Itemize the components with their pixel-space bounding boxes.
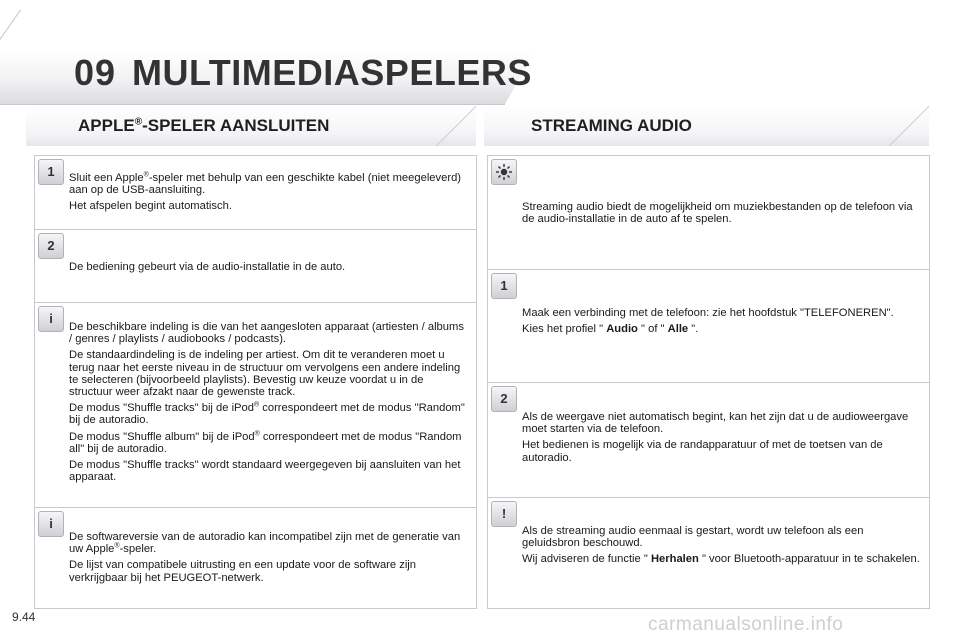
step-2-icon: 2 (38, 233, 64, 259)
warning-icon: ! (491, 501, 517, 527)
step-2-icon: 2 (491, 386, 517, 412)
left-row-1: 1 Sluit een Apple®-speler met behulp van… (35, 156, 476, 230)
left-row-4-text: De softwareversie van de autoradio kan i… (69, 531, 461, 584)
right-panel: Streaming audio biedt de mogelijkheid om… (487, 155, 930, 609)
left-row-2: 2 De bediening gebeurt via de audio-inst… (35, 230, 476, 303)
left-section-title: APPLE®-SPELER AANSLUITEN (78, 116, 330, 135)
right-row-1: Streaming audio biedt de mogelijkheid om… (488, 156, 929, 270)
chapter-title: MULTIMEDIASPELERS (132, 52, 532, 93)
right-row-3: 2 Als de weergave niet automatisch begin… (488, 383, 929, 498)
left-row-3: i De beschikbare indeling is die van het… (35, 303, 476, 508)
info-icon: i (38, 511, 64, 537)
right-section-header (484, 106, 929, 146)
info-icon: i (38, 306, 64, 332)
left-row-3-text: De beschikbare indeling is die van het a… (69, 321, 465, 484)
right-row-1-text: Streaming audio biedt de mogelijkheid om… (522, 201, 913, 226)
watermark: carmanualsonline.info (648, 614, 844, 635)
right-row-2-text: Maak een verbinding met de telefoon: zie… (522, 307, 894, 336)
left-panel: 1 Sluit een Apple®-speler met behulp van… (34, 155, 477, 609)
left-row-2-text: De bediening gebeurt via de audio-instal… (69, 261, 346, 273)
right-row-2: 1 Maak een verbinding met de telefoon: z… (488, 270, 929, 383)
left-row-4: i De softwareversie van de autoradio kan… (35, 508, 476, 608)
right-section-title: STREAMING AUDIO (531, 116, 692, 135)
right-row-4-text: Als de streaming audio eenmaal is gestar… (522, 525, 920, 566)
left-row-1-text: Sluit een Apple®-speler met behulp van e… (69, 171, 462, 213)
page-number: 9.44 (12, 610, 36, 624)
right-row-3-text: Als de weergave niet automatisch begint,… (522, 411, 909, 464)
chapter-number: 09 (74, 52, 117, 93)
step-1-icon: 1 (38, 159, 64, 185)
right-row-4: ! Als de streaming audio eenmaal is gest… (488, 498, 929, 608)
left-section-header (26, 106, 476, 146)
chapter-band (0, 52, 505, 105)
lightbulb-icon (491, 159, 517, 185)
step-1-icon: 1 (491, 273, 517, 299)
